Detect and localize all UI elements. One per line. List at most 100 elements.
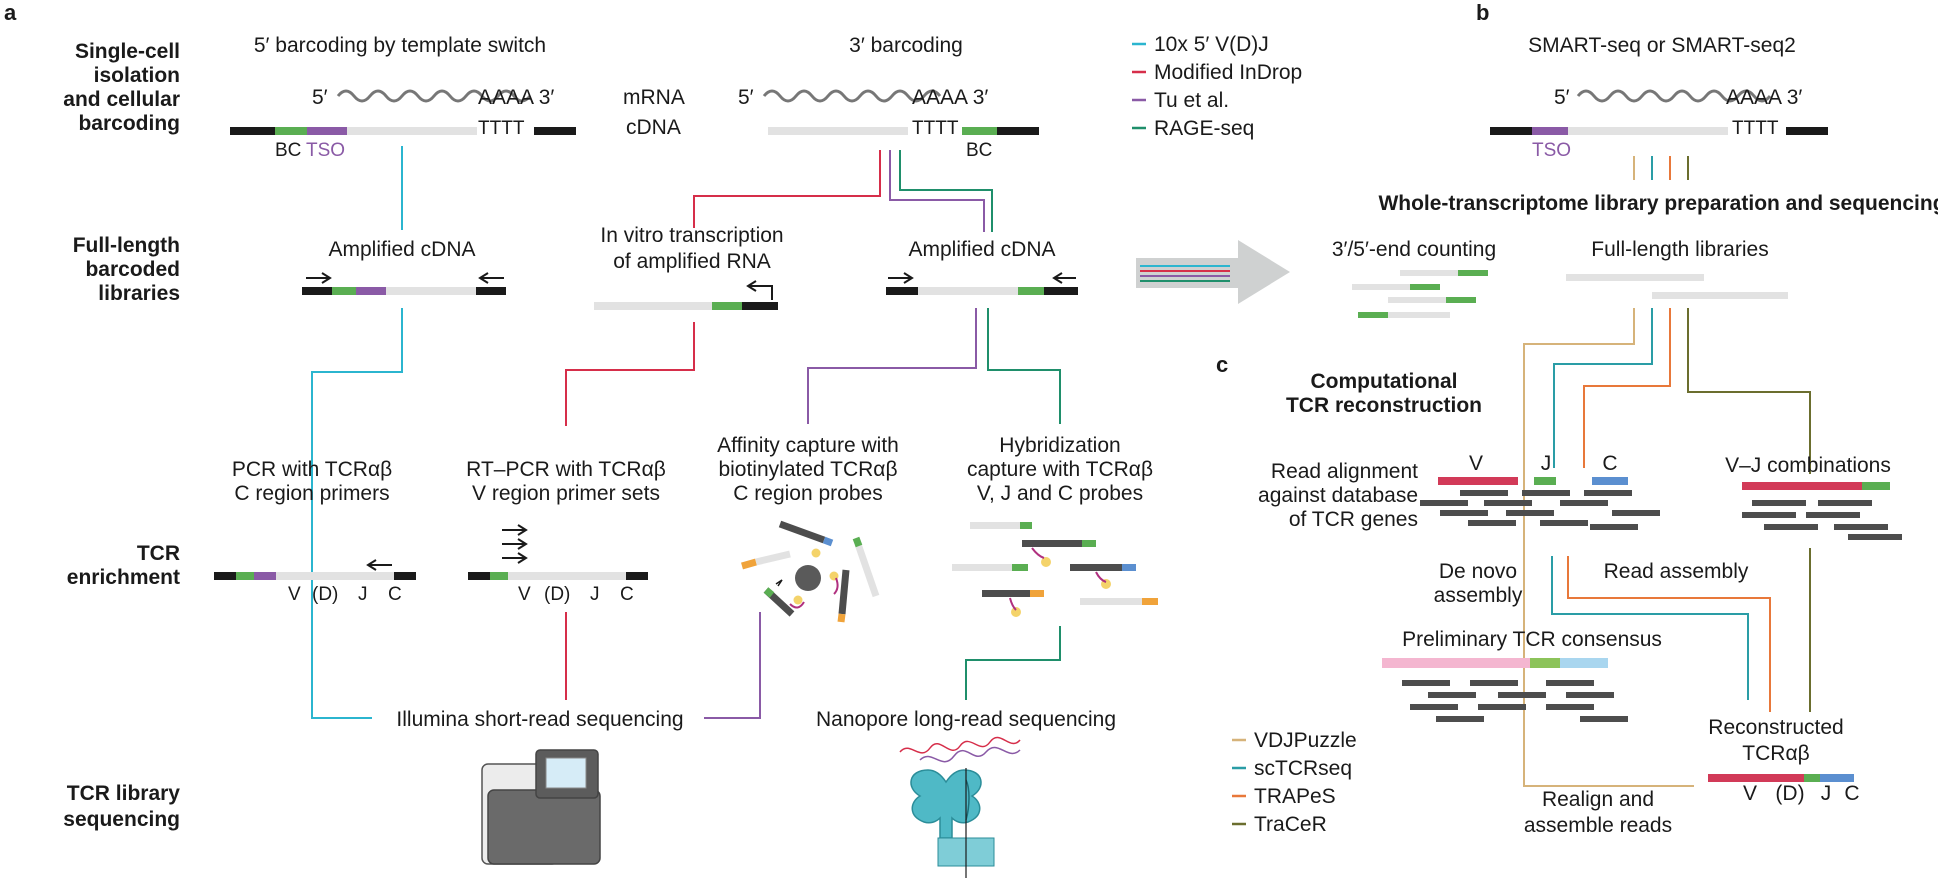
read-alignment-line: Read alignment: [1271, 460, 1418, 483]
tcr-c-bar: [1820, 774, 1854, 782]
connector-tu: [889, 150, 985, 232]
segment-j: J: [358, 584, 368, 605]
consensus-j: [1530, 658, 1560, 668]
tcr-j-bar: [1804, 774, 1820, 782]
connector-10x: [311, 308, 403, 719]
arrowhead: [746, 280, 757, 292]
end-counting-reads: [1352, 270, 1488, 318]
reconstructed-line: TCRαβ: [1742, 742, 1809, 765]
bc-segment: [712, 302, 742, 310]
pcr-molecule: V (D) J C: [214, 559, 416, 605]
realign-line: assemble reads: [1524, 814, 1672, 837]
tcr-v-bar: [1708, 774, 1804, 782]
polya-label: AAAA 3′: [912, 86, 988, 109]
read: [1834, 524, 1888, 530]
bar-dark: [302, 287, 332, 295]
ivt-molecule: [594, 280, 778, 310]
methods-legend: 10x 5′ V(D)J Modified InDrop Tu et al. R…: [1132, 33, 1302, 140]
pcr-label-line: C region primers: [234, 482, 389, 505]
read: [1460, 490, 1508, 496]
read: [1580, 716, 1628, 722]
bc-segment: [236, 572, 254, 580]
gene-j-bar: [1534, 477, 1556, 485]
probe-read: [838, 569, 850, 615]
probe-read: [982, 590, 1030, 597]
read: [1612, 510, 1660, 516]
read: [1764, 524, 1818, 530]
read: [1352, 284, 1410, 290]
legend-item: Modified InDrop: [1154, 61, 1302, 84]
probe-tag: [741, 558, 757, 570]
row-label-enrichment: TCR enrichment: [67, 542, 180, 589]
bar-dark: [214, 572, 236, 580]
read-tag: [1446, 297, 1476, 303]
read: [1752, 500, 1806, 506]
polya-label: AAAA 3′: [1726, 86, 1802, 109]
probe-tag: [763, 587, 775, 598]
bead: [795, 565, 821, 591]
read: [1546, 680, 1594, 686]
promoter-arrow: [748, 285, 773, 300]
cdna-bar: [347, 127, 477, 135]
affinity-label-line: Affinity capture with: [717, 434, 899, 457]
nanopore-icon: [899, 736, 1021, 878]
tso-segment: [356, 287, 386, 295]
bc-segment: [275, 127, 307, 135]
rtpcr-label-line: V region primer sets: [472, 482, 660, 505]
row-label-line: and cellular: [63, 88, 180, 111]
pore-channel: [965, 779, 970, 821]
de-novo-line: De novo: [1439, 560, 1517, 583]
connector-tu: [704, 612, 761, 719]
sequencer-screen: [545, 757, 587, 789]
read: [1420, 500, 1468, 506]
tool-ticks: [1633, 156, 1689, 180]
segment-c: C: [620, 584, 634, 605]
read: [1410, 704, 1458, 710]
read: [1742, 512, 1796, 518]
rtpcr-label-line: RT–PCR with TCRαβ: [466, 458, 666, 481]
panel-label-c: c: [1216, 352, 1228, 377]
smartseq-molecule: 5′ AAAA 3′ TTTT TSO: [1490, 86, 1828, 161]
legend-item: TraCeR: [1254, 813, 1327, 836]
read: [1436, 716, 1484, 722]
amplified-cdna-label: Amplified cDNA: [908, 238, 1055, 261]
preliminary-label: Preliminary TCR consensus: [1402, 628, 1662, 651]
read: [1400, 270, 1458, 276]
gene-j-label: J: [1541, 452, 1552, 475]
affinity-capture-illustration: [741, 520, 880, 623]
read: [1540, 520, 1588, 526]
transfer-arrow: [1136, 240, 1290, 304]
sequencer-icon: [481, 749, 601, 865]
mrna-wave: [336, 89, 532, 103]
five-prime-label: 5′: [312, 86, 328, 109]
read: [1506, 510, 1554, 516]
row-label-line: enrichment: [67, 566, 180, 589]
reconstructed-tcr: V (D) J C: [1708, 774, 1860, 805]
probe-tag: [852, 536, 863, 548]
ivt-label-line: of amplified RNA: [613, 250, 771, 273]
consensus-v: [1382, 658, 1530, 668]
tso-label: TSO: [1532, 140, 1571, 161]
read-tag: [1458, 270, 1488, 276]
bar-dark: [742, 302, 778, 310]
row-label-line: libraries: [98, 282, 180, 305]
arrowhead: [478, 272, 489, 284]
probe-tag: [1020, 522, 1032, 529]
biotin: [1011, 607, 1021, 617]
hybrid-label-line: V, J and C probes: [977, 482, 1143, 505]
row-label-line: barcoded: [85, 258, 180, 281]
row-label-line: TCR: [137, 542, 180, 565]
full-length-reads: [1566, 274, 1788, 299]
legend-item: scTCRseq: [1254, 757, 1352, 780]
panel-c-title-line: Computational: [1311, 370, 1458, 393]
read: [1428, 692, 1476, 698]
panel-c-title-line: TCR reconstruction: [1286, 394, 1482, 417]
biotin: [811, 548, 821, 558]
panel-label-a: a: [4, 0, 17, 25]
bar-dark: [886, 287, 918, 295]
probe-tag: [1142, 598, 1158, 605]
three-prime-molecule: 5′ AAAA 3′ TTTT BC: [738, 86, 1039, 161]
segment-v: V: [288, 584, 301, 605]
